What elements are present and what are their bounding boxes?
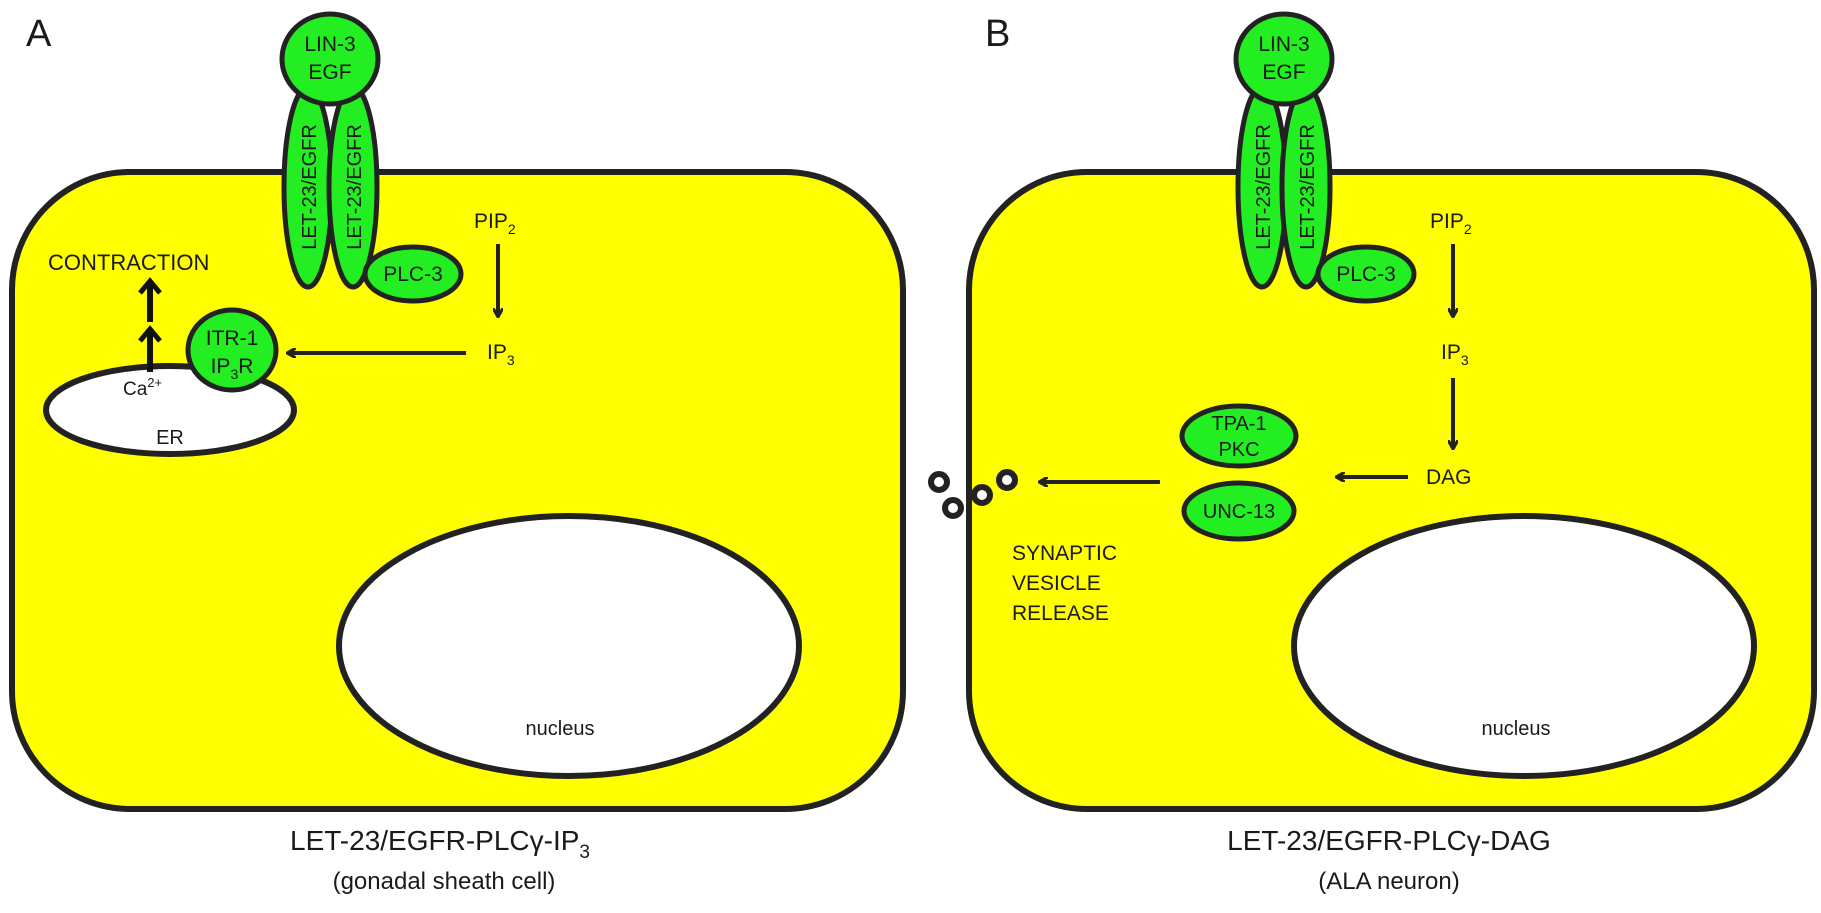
panel-b-unc13	[1181, 480, 1297, 542]
panel-b-ligand-line1: LIN-3	[1258, 33, 1309, 56]
panel-a-itr1-line1: ITR-1	[206, 327, 259, 350]
panel-a: A LET-23/EGFR LET-23/EGFR LIN-3 EGF PLC-…	[9, 11, 906, 895]
panel-a-contraction: CONTRACTION	[48, 250, 209, 275]
panel-b-ligand	[1233, 11, 1335, 107]
panel-a-itr1	[185, 307, 279, 393]
panel-a-itr1-line2: IP3R	[211, 355, 254, 382]
panel-a-ca: Ca2+	[123, 375, 162, 400]
panel-b-nucleus	[1291, 513, 1757, 779]
panel-b-vesicle-3	[971, 484, 993, 506]
panel-b-tpa1-line2: PKC	[1218, 439, 1259, 461]
panel-a-ligand	[279, 11, 381, 107]
panel-a-ligand-line2: EGF	[308, 61, 351, 84]
panel-a-letter: A	[26, 13, 52, 55]
panel-a-ligand-line1: LIN-3	[304, 33, 355, 56]
panel-a-pip2: PIP2	[474, 210, 516, 237]
panel-a-arrowhead-1	[138, 325, 162, 343]
panel-b-nucleus-label: nucleus	[1482, 718, 1551, 740]
panel-b-receptor-right-label: LET-23/EGFR	[1297, 124, 1319, 250]
panel-b-ip3: IP3	[1441, 341, 1469, 368]
panel-b-vesicle-2	[942, 497, 964, 519]
panel-a-nucleus-label: nucleus	[526, 718, 595, 740]
panel-a-receptor-left-label: LET-23/EGFR	[299, 124, 321, 250]
panel-b-letter: B	[985, 13, 1010, 55]
panel-b-caption-main: LET-23/EGFR-PLCγ-DAG	[1227, 825, 1551, 856]
panel-a-caption-main: LET-23/EGFR-PLCγ-IP3	[290, 825, 590, 863]
panel-a-ip3: IP3	[487, 341, 515, 368]
panel-a-plc3	[362, 244, 464, 304]
panel-b: B LET-23/EGFR LET-23/EGFR LIN-3 EGF PLC-…	[928, 11, 1817, 895]
panel-a-nucleus	[336, 513, 802, 779]
panel-b-release-line1: SYNAPTIC	[1012, 542, 1117, 565]
panel-a-receptor-right-label: LET-23/EGFR	[344, 124, 366, 250]
panel-b-release-line3: RELEASE	[1012, 602, 1109, 625]
panel-b-plc3-label: PLC-3	[1336, 263, 1396, 286]
panel-b-caption-sub: (ALA neuron)	[1318, 868, 1459, 895]
panel-a-caption-sub: (gonadal sheath cell)	[333, 868, 556, 895]
panel-b-vesicle-1	[928, 471, 950, 493]
panel-a-er-label: ER	[156, 427, 184, 449]
panel-b-unc13-label: UNC-13	[1203, 501, 1275, 523]
panel-b-release-line2: VESICLE	[1012, 572, 1101, 595]
panel-b-ligand-line2: EGF	[1262, 61, 1305, 84]
panel-b-dag: DAG	[1426, 466, 1472, 489]
panel-b-pip2: PIP2	[1430, 210, 1472, 237]
panel-b-receptor-left-label: LET-23/EGFR	[1253, 124, 1275, 250]
panel-a-plc3-label: PLC-3	[383, 263, 443, 286]
panel-b-tpa1-line1: TPA-1	[1211, 413, 1266, 435]
panel-b-tpa1	[1179, 403, 1299, 469]
panel-b-vesicle-4	[996, 469, 1018, 491]
panel-a-arrowhead-2	[138, 277, 162, 295]
panel-b-plc3	[1315, 244, 1417, 304]
